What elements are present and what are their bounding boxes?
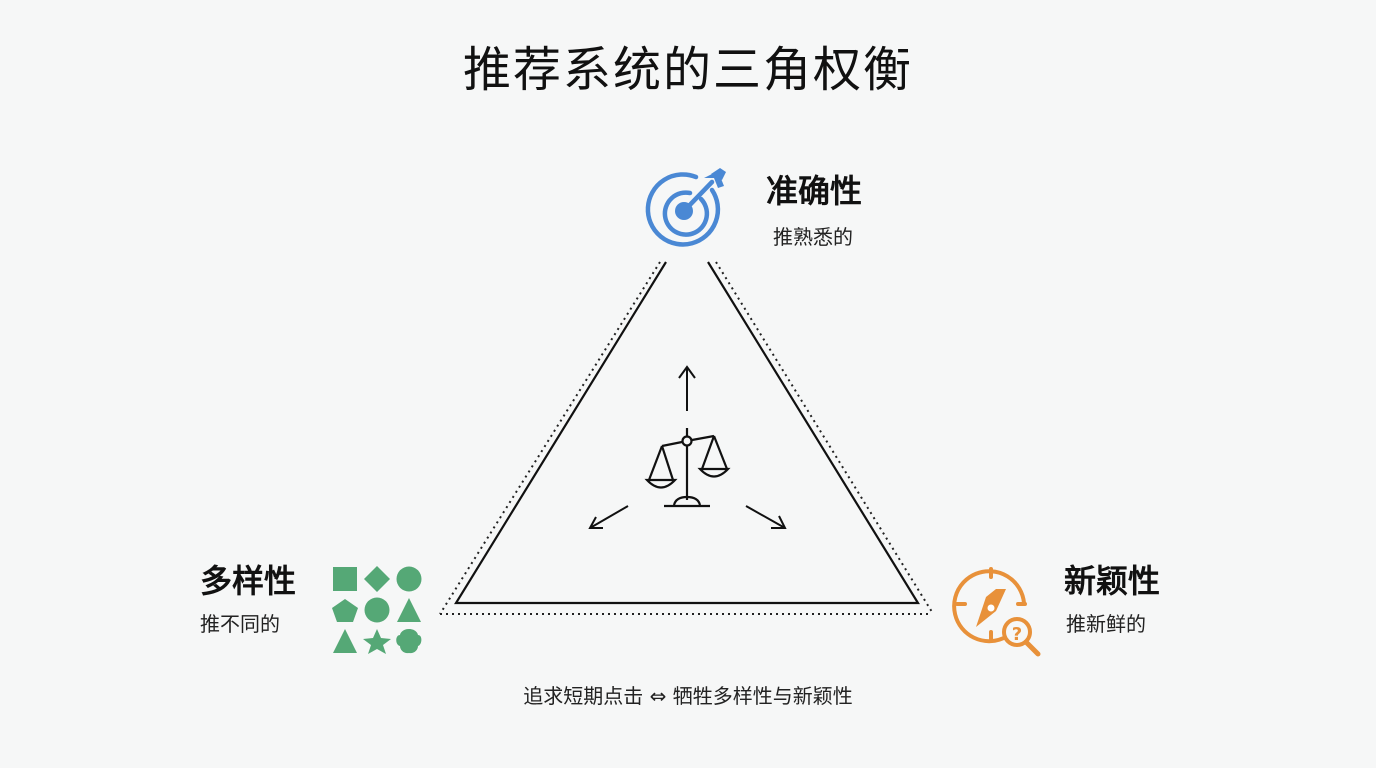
accuracy-label: 准确性 — [766, 172, 863, 210]
diversity-label: 多样性 — [200, 562, 297, 600]
novelty-sub: 推新鲜的 — [1066, 612, 1146, 636]
question-mark-glyph: ? — [1012, 624, 1022, 645]
accuracy-sub: 推熟悉的 — [773, 225, 853, 249]
novelty-label: 新颖性 — [1064, 562, 1161, 600]
tradeoff-caption: 追求短期点击 ⇔ 牺牲多样性与新颖性 — [523, 684, 853, 708]
arrow-down-left-icon — [588, 505, 629, 529]
shapes-grid-icon — [332, 566, 422, 654]
arrow-down-right-icon — [745, 505, 787, 529]
target-icon — [645, 168, 726, 247]
page-title: 推荐系统的三角权衡 — [462, 42, 913, 98]
compass-search-icon — [952, 567, 1041, 657]
diversity-sub: 推不同的 — [200, 612, 280, 636]
balance-scale-icon — [644, 428, 731, 508]
outer-dotted-triangle — [439, 261, 933, 615]
inner-solid-triangle — [454, 261, 920, 605]
arrow-up-icon — [678, 365, 696, 411]
